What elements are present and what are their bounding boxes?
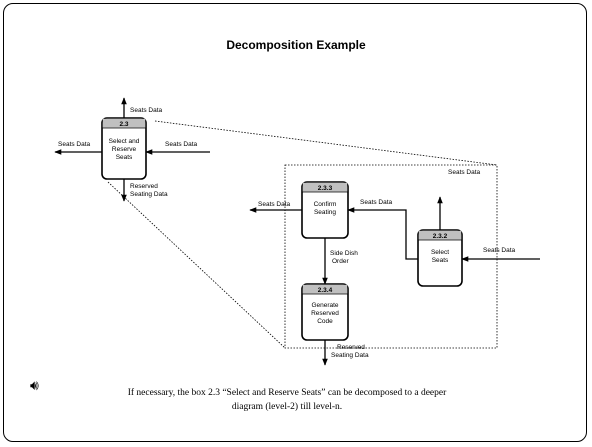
- flow-2-3-left-label: Seats Data: [58, 141, 91, 148]
- flow-2-3-3-left-label: Seats Data: [258, 201, 291, 208]
- flow-2-3-4-down-label-2: Seating Data: [331, 352, 369, 359]
- flow-confirm-to-generate-label-2: Order: [332, 258, 349, 265]
- process-2-3-4-name-3: Code: [317, 318, 333, 325]
- flow-2-3-down-label-2: Seating Data: [130, 191, 168, 198]
- process-2-3-2-name-2: Seats: [432, 257, 449, 264]
- flow-2-3-in-label: Seats Data: [165, 141, 198, 148]
- process-2-3-4-name-1: Generate: [311, 302, 338, 309]
- caption-line-2: diagram (level-2) till level-n.: [231, 402, 343, 412]
- level-2-boundary: [284, 164, 498, 349]
- process-2-3: 2.3 Select and Reserve Seats: [101, 117, 147, 180]
- flow-2-3-4-down-label-1: Reserved: [337, 344, 365, 351]
- flow-2-3-down-label-1: Reserved: [130, 183, 158, 190]
- flow-select-to-confirm-label: Seats Data: [360, 199, 393, 206]
- process-2-3-4-id: 2.3.4: [318, 287, 333, 294]
- process-2-3-3-name-2: Seating: [314, 209, 336, 216]
- process-2-3-4-name-2: Reserved: [311, 310, 339, 317]
- slide-frame: [3, 3, 587, 442]
- process-2-3-name-1: Select and: [109, 138, 140, 145]
- zoom-line-bottom: [107, 181, 286, 349]
- flow-confirm-to-generate-label-1: Side Dish: [330, 250, 358, 257]
- caption: If necessary, the box 2.3 “Select and Re…: [72, 386, 502, 414]
- process-2-3-3: 2.3.3 Confirm Seating: [301, 181, 349, 239]
- slide-title: Decomposition Example: [226, 38, 366, 52]
- flow-2-3-2-up-label: Seats Data: [448, 169, 481, 176]
- process-2-3-3-id: 2.3.3: [318, 185, 333, 192]
- process-2-3-id: 2.3: [119, 121, 128, 128]
- flow-2-3-2-in-label: Seats Data: [483, 247, 516, 254]
- flow-select-to-confirm-arrow: [347, 207, 418, 260]
- process-2-3-4: 2.3.4 Generate Reserved Code: [301, 283, 349, 341]
- process-2-3-2-name-1: Select: [431, 249, 449, 256]
- process-2-3-3-name-1: Confirm: [314, 201, 337, 208]
- flow-2-3-up-label: Seats Data: [130, 107, 163, 114]
- caption-line-1: If necessary, the box 2.3 “Select and Re…: [127, 388, 447, 398]
- process-2-3-name-2: Reserve: [112, 146, 137, 153]
- process-2-3-2-id: 2.3.2: [433, 233, 448, 240]
- speaker-icon[interactable]: 🔊︎: [30, 378, 39, 394]
- process-2-3-name-3: Seats: [116, 154, 133, 161]
- process-2-3-2: 2.3.2 Select Seats: [417, 229, 463, 287]
- zoom-line-top: [154, 120, 498, 166]
